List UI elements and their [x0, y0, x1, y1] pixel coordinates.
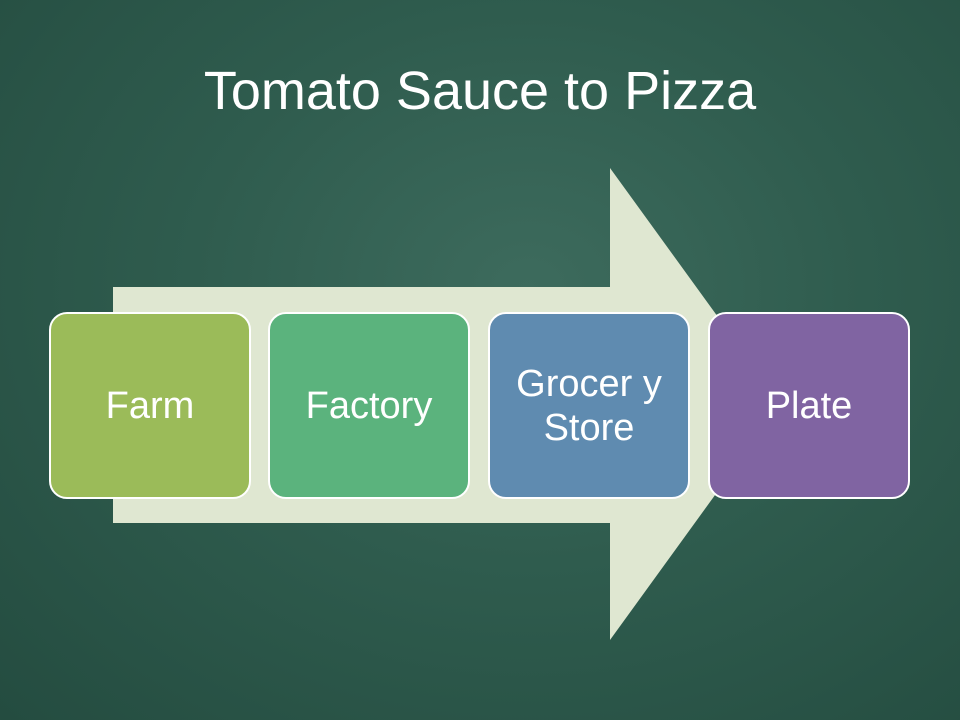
- step-factory: Factory: [268, 312, 470, 499]
- step-label: Factory: [305, 384, 433, 427]
- step-label: Plate: [765, 384, 853, 427]
- step-plate: Plate: [708, 312, 910, 499]
- slide-title: Tomato Sauce to Pizza: [203, 61, 757, 121]
- step-farm: Farm: [49, 312, 251, 499]
- step-label: Farm: [105, 384, 195, 427]
- step-label: Grocer y Store: [516, 362, 662, 449]
- step-grocery-store: Grocer y Store: [488, 312, 690, 499]
